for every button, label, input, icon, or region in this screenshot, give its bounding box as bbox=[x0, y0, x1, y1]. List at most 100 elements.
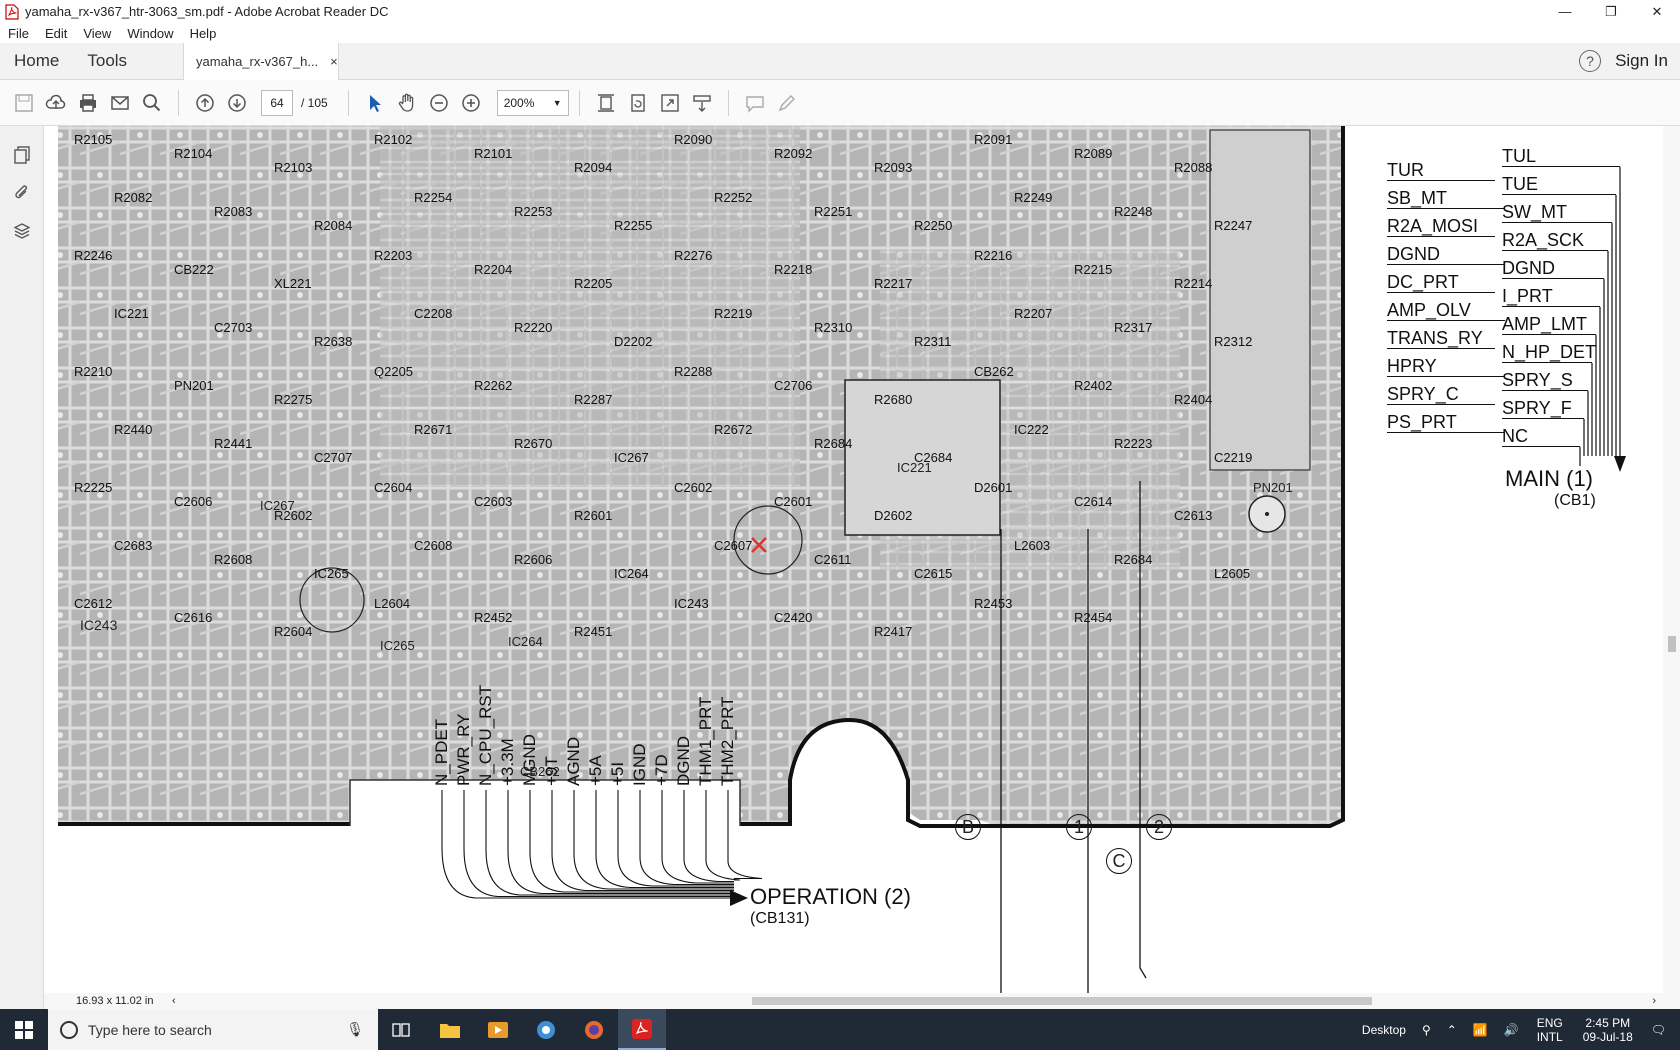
scroll-mode-icon[interactable] bbox=[686, 87, 718, 119]
component-label: C2615 bbox=[914, 566, 953, 581]
component-label: C2608 bbox=[414, 538, 453, 553]
print-icon[interactable] bbox=[72, 87, 104, 119]
page-thumbnails-icon[interactable] bbox=[0, 136, 44, 174]
operation-signal: PWR_RY bbox=[454, 713, 473, 786]
component-label: C2684 bbox=[914, 450, 953, 465]
maximize-button[interactable]: ❐ bbox=[1605, 3, 1617, 19]
marker-1: 1 bbox=[1066, 814, 1092, 840]
component-label: C2706 bbox=[774, 378, 813, 393]
tab-home[interactable]: Home bbox=[14, 51, 60, 70]
horizontal-scrollbar[interactable] bbox=[180, 996, 1649, 1006]
comment-icon[interactable] bbox=[739, 87, 771, 119]
file-explorer-icon[interactable] bbox=[426, 1009, 474, 1050]
minimize-button[interactable]: — bbox=[1558, 4, 1572, 19]
save-icon[interactable] bbox=[8, 87, 40, 119]
title-bar: yamaha_rx-v367_htr-3063_sm.pdf - Adobe A… bbox=[0, 0, 1680, 23]
main-left-signal: R2A_MOSI bbox=[1387, 216, 1495, 237]
main-left-signal: DGND bbox=[1387, 244, 1505, 265]
zoom-out-icon[interactable] bbox=[423, 87, 455, 119]
hand-tool-icon[interactable] bbox=[391, 87, 423, 119]
page-number-input[interactable]: 64 bbox=[261, 89, 293, 116]
vertical-scroll-thumb[interactable] bbox=[1668, 636, 1676, 652]
notifications-icon[interactable]: 🗨 bbox=[1650, 1022, 1666, 1037]
sign-in-link[interactable]: Sign In bbox=[1615, 51, 1668, 70]
attachments-icon[interactable] bbox=[0, 174, 44, 212]
component-label: R2606 bbox=[514, 552, 553, 567]
component-label: C2602 bbox=[674, 480, 713, 495]
menu-file[interactable]: File bbox=[8, 25, 29, 41]
windows-start-icon[interactable] bbox=[0, 1009, 48, 1050]
component-label: R2247 bbox=[1214, 218, 1253, 233]
tab-tools[interactable]: Tools bbox=[87, 51, 128, 70]
network-icon[interactable]: 📶 bbox=[1472, 1022, 1488, 1037]
taskbar-search[interactable]: Type here to search 🎙 bbox=[48, 1009, 378, 1050]
main-right-signal: AMP_LMT bbox=[1502, 314, 1596, 335]
menu-window[interactable]: Window bbox=[127, 25, 174, 41]
next-page-icon[interactable] bbox=[221, 87, 253, 119]
component-label: Q2205 bbox=[374, 364, 414, 379]
component-label: D2602 bbox=[874, 508, 913, 523]
fit-page-icon[interactable] bbox=[590, 87, 622, 119]
firefox-icon[interactable] bbox=[570, 1009, 618, 1050]
tab-document[interactable]: yamaha_rx-v367_h... × bbox=[183, 42, 340, 80]
menu-view[interactable]: View bbox=[83, 25, 112, 41]
microphone-icon[interactable]: 🎙 bbox=[346, 1021, 364, 1037]
task-view-icon[interactable] bbox=[378, 1009, 426, 1050]
component-label: IC265 bbox=[314, 566, 349, 581]
component-label: R2684 bbox=[814, 436, 853, 451]
help-icon[interactable]: ? bbox=[1579, 50, 1602, 72]
highlight-pen-icon[interactable] bbox=[771, 87, 803, 119]
desktop-label[interactable]: Desktop bbox=[1361, 1022, 1406, 1037]
layers-icon[interactable] bbox=[0, 212, 44, 250]
component-label: R2601 bbox=[574, 508, 613, 523]
component-label: IC264 bbox=[614, 566, 649, 581]
media-player-icon[interactable] bbox=[474, 1009, 522, 1050]
component-label: R2440 bbox=[114, 422, 153, 437]
chevron-up-icon[interactable]: ⌃ bbox=[1446, 1022, 1457, 1037]
scroll-right-icon[interactable]: › bbox=[1652, 995, 1656, 1007]
browser-icon[interactable] bbox=[522, 1009, 570, 1050]
document-view[interactable]: IC221 PN201 IC243 IC267 IC265 IC264 CB26… bbox=[44, 126, 1680, 1009]
operation-signal-wire bbox=[573, 790, 734, 890]
upload-cloud-icon[interactable] bbox=[40, 87, 72, 119]
rotate-icon[interactable] bbox=[622, 87, 654, 119]
menu-help[interactable]: Help bbox=[189, 25, 217, 41]
component-label: R2101 bbox=[474, 146, 513, 161]
component-label: C2703 bbox=[214, 320, 253, 335]
ic265-label: IC265 bbox=[380, 638, 415, 653]
component-label: R2251 bbox=[814, 204, 853, 219]
vertical-scrollbar[interactable] bbox=[1663, 126, 1680, 993]
tab-close-icon[interactable]: × bbox=[330, 53, 338, 69]
operation-signal: IGND bbox=[630, 743, 649, 787]
horizontal-scroll-thumb[interactable] bbox=[751, 997, 1372, 1005]
main-right-signal: R2A_SCK bbox=[1502, 230, 1608, 251]
search-icon[interactable] bbox=[136, 87, 168, 119]
component-label: R2250 bbox=[914, 218, 953, 233]
acrobat-taskbar-icon[interactable] bbox=[618, 1009, 666, 1050]
component-label: R2608 bbox=[214, 552, 253, 567]
scroll-left-icon[interactable]: ‹ bbox=[172, 995, 176, 1007]
component-label: C2607 bbox=[714, 538, 753, 553]
component-label: C2208 bbox=[414, 306, 453, 321]
page-total: / 105 bbox=[301, 95, 328, 110]
previous-page-icon[interactable] bbox=[189, 87, 221, 119]
full-screen-icon[interactable] bbox=[654, 87, 686, 119]
main-header: MAIN (1) bbox=[1505, 466, 1593, 491]
select-cursor-icon[interactable] bbox=[359, 87, 391, 119]
operation-signal: DGND bbox=[674, 735, 693, 786]
email-icon[interactable] bbox=[104, 87, 136, 119]
people-icon[interactable]: ⚲ bbox=[1421, 1022, 1431, 1037]
component-label: R2317 bbox=[1114, 320, 1153, 335]
zoom-in-icon[interactable] bbox=[455, 87, 487, 119]
volume-icon[interactable]: 🔊 bbox=[1503, 1022, 1519, 1037]
acrobat-pdf-icon bbox=[5, 3, 19, 20]
menu-edit[interactable]: Edit bbox=[44, 25, 68, 41]
operation-signal-wire bbox=[595, 790, 734, 889]
zoom-level-select[interactable]: 200% ▼ bbox=[496, 89, 569, 116]
close-window-button[interactable]: ✕ bbox=[1651, 3, 1663, 19]
component-label: R2249 bbox=[1014, 190, 1053, 205]
clock-time: 2:45 PM bbox=[1585, 1015, 1631, 1030]
window-title: yamaha_rx-v367_htr-3063_sm.pdf - Adobe A… bbox=[25, 4, 389, 19]
